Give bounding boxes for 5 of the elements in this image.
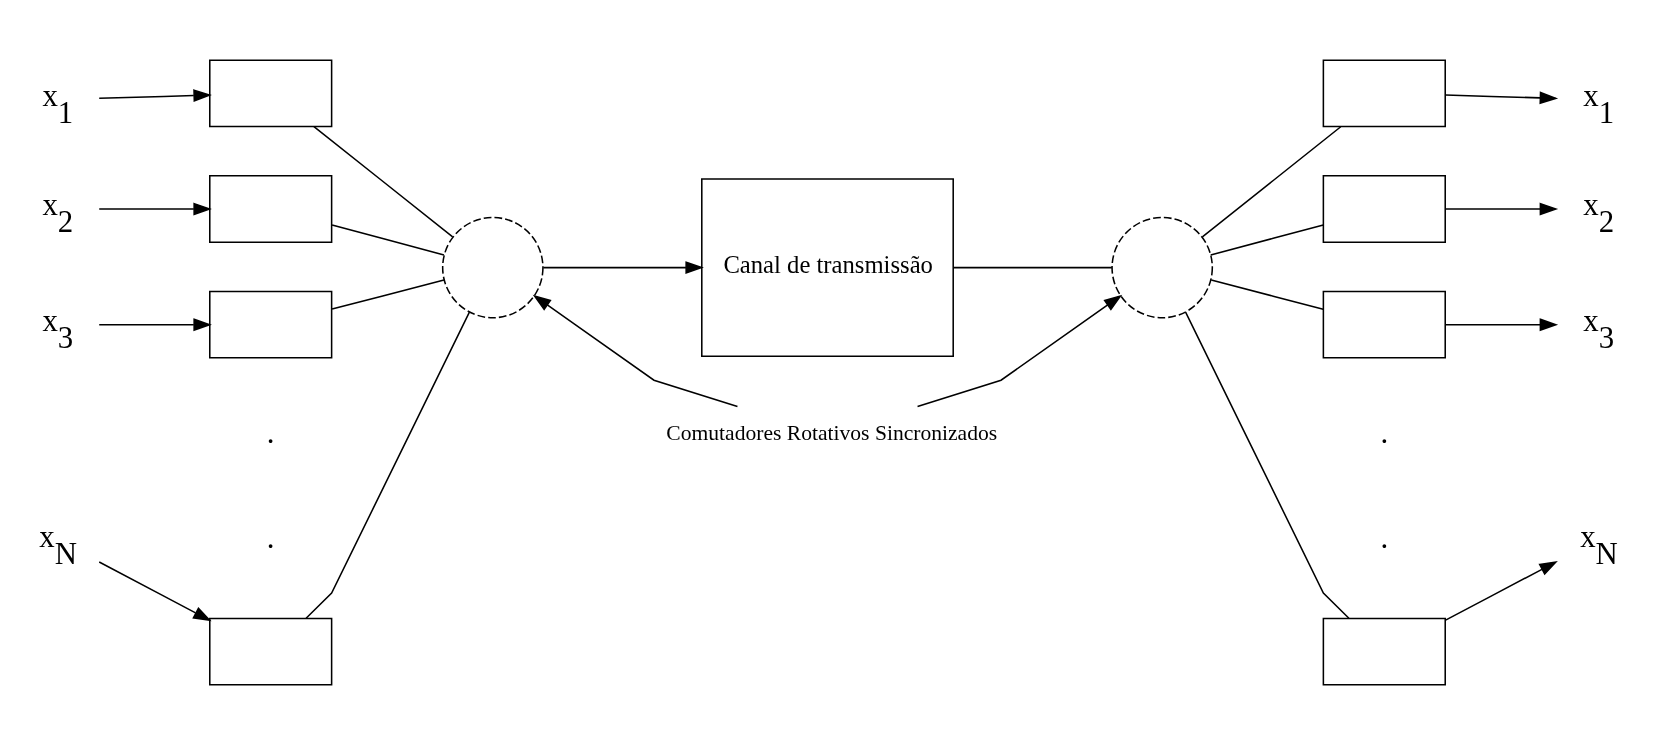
node-text: Comutadores Rotativos Sincronizados xyxy=(666,420,998,445)
label: . xyxy=(266,521,275,556)
label: . xyxy=(1380,416,1389,451)
label: . xyxy=(266,416,275,451)
label: . xyxy=(1380,521,1389,556)
